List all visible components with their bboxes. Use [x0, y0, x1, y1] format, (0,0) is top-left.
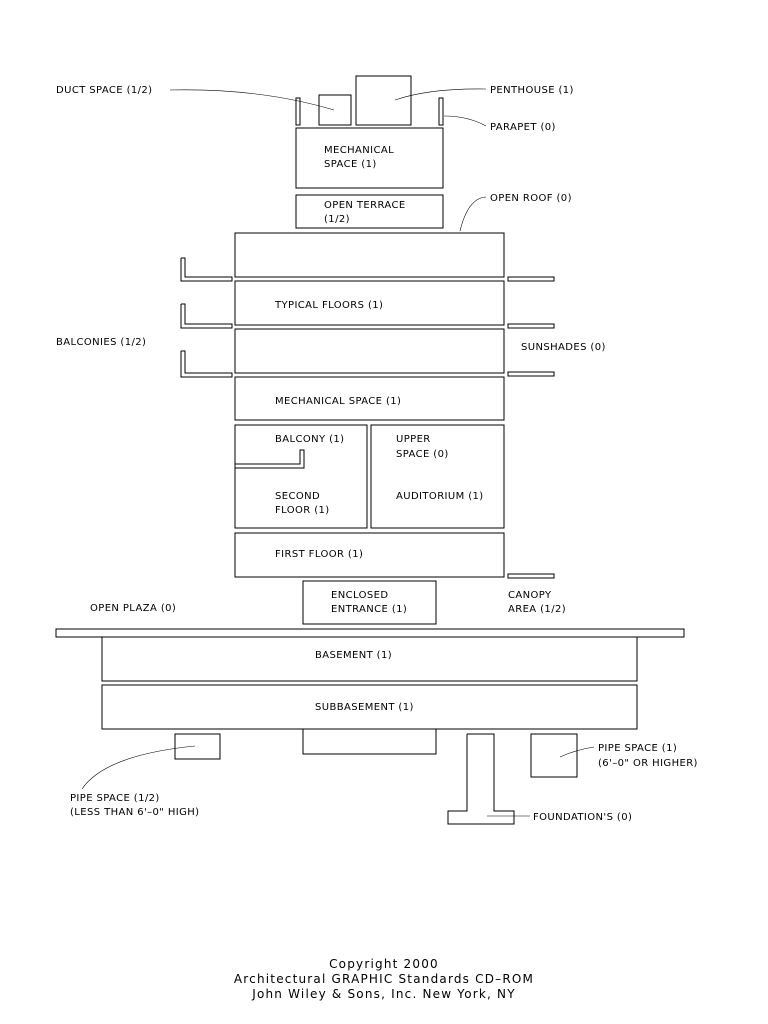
label-second-floor-line1: SECOND — [275, 491, 320, 502]
copyright-line2: Architectural GRAPHIC Standards CD–ROM — [234, 972, 534, 986]
label-pipe-space-half-line2: (LESS THAN 6'–0" HIGH) — [70, 807, 199, 818]
leader-pipe-space-half — [81, 745, 196, 790]
balcony-lower — [180, 350, 233, 378]
subbasement-box — [101, 684, 638, 730]
label-canopy-area-line2: AREA (1/2) — [508, 604, 566, 615]
label-duct-space: DUCT SPACE (1/2) — [56, 85, 152, 96]
label-enclosed-entrance-line2: ENTRANCE (1) — [331, 604, 407, 615]
label-pipe-space-full-line2: (6'–0" OR HIGHER) — [598, 758, 698, 769]
foundation — [447, 733, 515, 825]
label-pipe-space-half-line1: PIPE SPACE (1/2) — [70, 793, 160, 804]
balcony-middle — [180, 303, 233, 329]
label-enclosed-entrance-line1: ENCLOSED — [331, 590, 388, 601]
leader-pipe-space-full — [559, 746, 595, 758]
leader-open-roof — [459, 196, 487, 232]
label-open-terrace-line1: OPEN TERRACE — [324, 200, 406, 211]
leader-penthouse — [394, 88, 487, 101]
label-auditorium: AUDITORIUM (1) — [396, 491, 484, 502]
label-open-roof: OPEN ROOF (0) — [490, 193, 572, 204]
sunshade-lower — [507, 371, 555, 377]
label-first-floor: FIRST FLOOR (1) — [275, 549, 363, 560]
top-floor-box — [234, 232, 505, 278]
label-sunshades: SUNSHADES (0) — [521, 342, 606, 353]
mechanical-space-mid-box — [234, 376, 505, 421]
balcony-upper — [180, 257, 233, 282]
label-upper-space-line1: UPPER — [396, 434, 431, 445]
sunshade-middle — [507, 323, 555, 329]
label-typical-floors: TYPICAL FLOORS (1) — [274, 300, 383, 311]
label-mechanical-space-top-line2: SPACE (1) — [324, 159, 377, 170]
basement-box — [101, 636, 638, 682]
typical-floors-box — [234, 280, 505, 326]
pipe-space-half-box — [174, 733, 221, 760]
label-canopy-area-line1: CANOPY — [508, 590, 552, 601]
open-terrace-box — [295, 194, 444, 229]
label-parapet: PARAPET (0) — [490, 122, 556, 133]
label-mechanical-space-top-line1: MECHANICAL — [324, 145, 394, 156]
sunshade-upper — [507, 276, 555, 282]
mechanical-space-top-box — [295, 127, 444, 189]
canopy — [507, 573, 555, 579]
label-foundations: FOUNDATION'S (0) — [533, 812, 632, 823]
label-mechanical-space-mid: MECHANICAL SPACE (1) — [275, 396, 401, 407]
label-second-floor-line2: FLOOR (1) — [275, 505, 330, 516]
label-open-terrace-line2: (1/2) — [324, 214, 350, 225]
typical-floor-lower-box — [234, 328, 505, 374]
copyright-line1: Copyright 2000 — [329, 957, 439, 971]
label-pipe-space-full-line1: PIPE SPACE (1) — [598, 743, 677, 754]
leader-duct-space — [169, 89, 335, 111]
label-balcony: BALCONY (1) — [275, 434, 344, 445]
pipe-space-full-box — [530, 733, 578, 778]
label-penthouse: PENTHOUSE (1) — [490, 85, 574, 96]
subbasement-pit — [302, 729, 437, 755]
duct-space-box — [318, 94, 352, 126]
auditorium-box — [370, 424, 505, 529]
copyright-line3: John Wiley & Sons, Inc. New York, NY — [251, 987, 516, 1001]
label-balconies: BALCONIES (1/2) — [56, 337, 146, 348]
plaza-slab — [55, 628, 685, 638]
parapet-left — [295, 97, 301, 126]
enclosed-entrance-box — [302, 580, 437, 625]
leader-parapet — [443, 115, 487, 127]
label-open-plaza: OPEN PLAZA (0) — [90, 603, 176, 614]
second-floor-box — [234, 424, 368, 529]
label-upper-space-line2: SPACE (0) — [396, 449, 449, 460]
first-floor-box — [234, 532, 505, 578]
interior-balcony — [235, 449, 305, 469]
penthouse-box — [355, 75, 412, 126]
label-basement: BASEMENT (1) — [315, 650, 392, 661]
label-subbasement: SUBBASEMENT (1) — [315, 702, 414, 713]
parapet-right — [438, 97, 444, 126]
